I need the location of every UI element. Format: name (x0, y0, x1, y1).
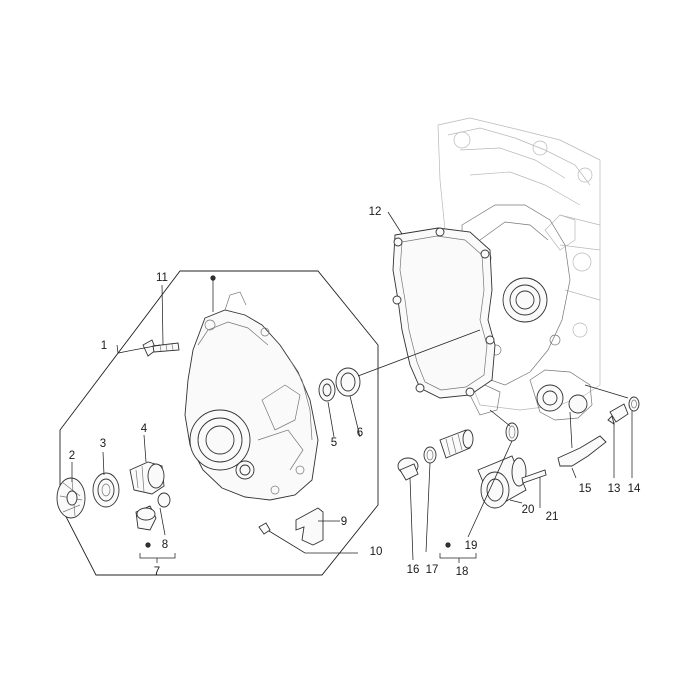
bushing-8 (135, 492, 171, 548)
marker-dot (445, 542, 451, 548)
callout-18: 18 (456, 566, 469, 578)
o-ring-19 (505, 422, 519, 442)
seal-3 (92, 472, 120, 508)
gasket-12 (392, 227, 496, 399)
seal-5 (318, 378, 336, 402)
callout-4: 4 (141, 423, 148, 435)
callout-6: 6 (357, 427, 363, 439)
callout-21: 21 (546, 511, 559, 523)
bracket-9 (295, 507, 324, 546)
callout-2: 2 (69, 450, 75, 462)
callout-12: 12 (369, 206, 382, 218)
screw-10 (258, 522, 271, 535)
screw-11 (142, 339, 180, 357)
callout-16: 16 (407, 564, 420, 576)
marker-dot (145, 542, 151, 548)
callout-5: 5 (331, 437, 337, 449)
impeller-2 (56, 477, 86, 519)
seal-6 (335, 367, 361, 397)
plug-16 (397, 457, 419, 481)
callout-8: 8 (162, 539, 168, 551)
washer-14 (628, 396, 640, 412)
callout-11: 11 (156, 272, 168, 284)
o-ring-17 (423, 446, 437, 464)
callout-10: 10 (370, 546, 383, 558)
callout-1: 1 (101, 340, 107, 352)
callout-17: 17 (426, 564, 439, 576)
assembly-frame-1 (59, 270, 379, 576)
callout-19: 19 (465, 540, 478, 552)
filter-18 (439, 429, 474, 548)
water-pump-cover-1 (184, 275, 319, 501)
stud-21 (521, 469, 547, 484)
crankcase-half (461, 204, 593, 421)
callout-13: 13 (608, 483, 621, 495)
callout-labels: 1 2 3 4 5 6 7 8 9 10 11 12 13 14 15 16 1… (69, 206, 641, 578)
leader-lines (71, 211, 633, 563)
bracket-15 (557, 435, 607, 467)
callout-14: 14 (628, 483, 641, 495)
callout-3: 3 (100, 438, 106, 450)
shaft-4 (129, 461, 165, 495)
callout-7: 7 (154, 566, 160, 578)
sensor-13 (607, 403, 629, 426)
callout-9: 9 (341, 516, 347, 528)
callout-20: 20 (522, 504, 535, 516)
callout-15: 15 (579, 483, 592, 495)
